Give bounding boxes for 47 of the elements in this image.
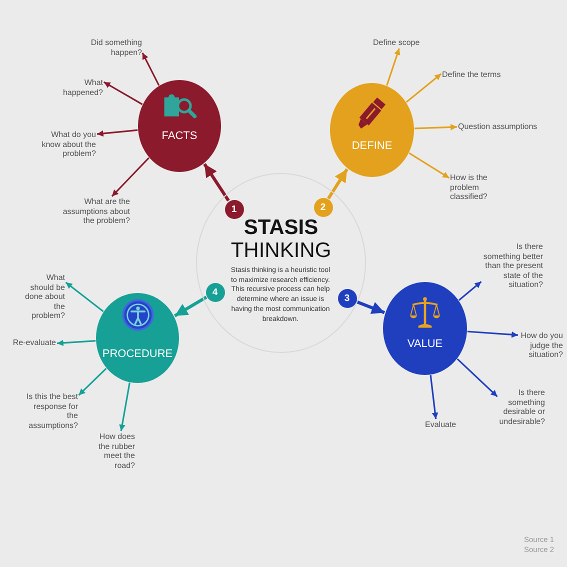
branch-text: Is there something desirable or undesirable? [498,388,545,426]
arrow [327,168,348,200]
arrow [103,81,143,106]
center-circle [196,173,366,353]
branch-text: Define scope [373,38,421,48]
arrow [414,124,458,130]
branch-text: Is this the best response for the assumptions? [25,392,78,430]
branch-text: Did something happen? [89,38,142,57]
branch-text: What are the assumptions about the problem? [61,197,130,226]
branch-text: How do you judge the situation? [519,331,563,360]
number-badge: 1 [224,200,244,218]
arrow [458,281,482,301]
arrow [203,163,230,202]
arrow [119,382,130,432]
branch-text: How does the rubber meet the road? [97,432,135,470]
category-label: FACTS [162,130,198,143]
arrow [111,157,150,197]
arrow [467,330,518,338]
branch-text: What do you know about the problem? [40,130,96,158]
arrow [65,282,104,312]
arrow [386,48,400,86]
arrow [56,340,96,346]
title-text: STASIS [244,217,318,239]
arrow [174,296,208,318]
number-badge: 2 [314,198,332,216]
arrow [456,358,498,398]
category-label: PROCEDURE [102,348,173,361]
number-badge: 4 [206,282,224,302]
branch-text: Define the terms [442,70,502,80]
arrow [408,152,450,179]
branch-text: Is there something better than the present state of the situation? [482,242,543,290]
branch-text: What happened? [61,78,103,97]
branch-text: What should be done about the problem? [23,273,65,320]
arrow [356,300,386,314]
branch-text: How is the problem classified? [450,173,489,202]
category-label: VALUE [407,338,443,351]
branch-text: Question assumptions [458,122,539,132]
arrow [96,129,138,137]
category-label: DEFINE [352,140,392,153]
arrow [430,375,438,420]
branch-text: Evaluate [425,420,458,430]
arrow [78,368,107,396]
arrow [406,73,442,103]
arrow [142,52,160,86]
branch-text: Re-evaluate [11,338,56,348]
title-text: THINKING [230,240,332,262]
number-badge: 3 [338,288,356,308]
